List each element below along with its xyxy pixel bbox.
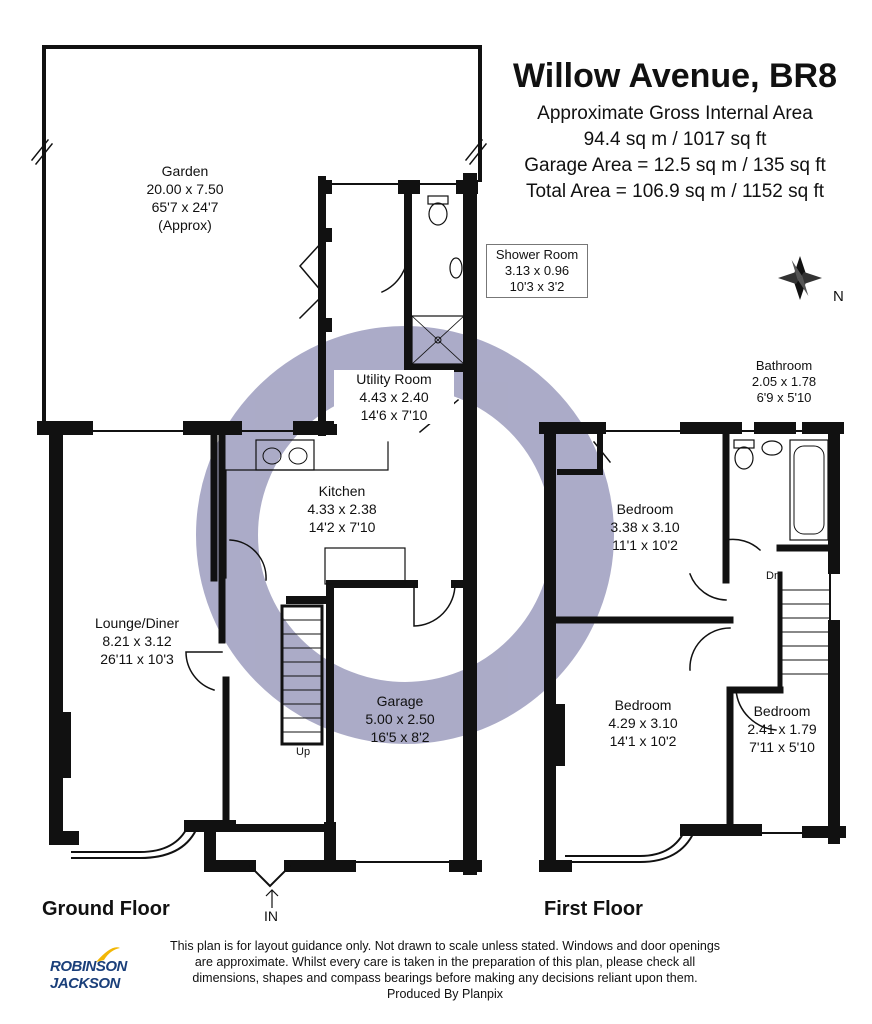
room-dimensions-metric: 5.00 x 2.50	[365, 711, 435, 727]
entrance-arrow-icon	[265, 889, 279, 908]
room-dimensions-imperial: 14'2 x 7'10	[308, 519, 376, 535]
room-dimensions-imperial: 26'11 x 10'3	[100, 651, 174, 667]
room-name: Bathroom	[755, 358, 813, 373]
entrance-label: IN	[264, 908, 278, 924]
room-name: Shower Room	[495, 247, 579, 262]
logo-text-line-1: ROBINSON	[50, 958, 127, 975]
room-dimensions-imperial: 7'11 x 5'10	[749, 739, 815, 755]
room-name: Bedroom	[753, 703, 811, 719]
room-dimensions-metric: 2.05 x 1.78	[751, 374, 817, 389]
room-note: (Approx)	[158, 217, 212, 233]
first-floor-label: First Floor	[544, 898, 643, 920]
disclaimer: This plan is for layout guidance only. N…	[155, 938, 735, 1002]
room-name: Lounge/Diner	[94, 615, 180, 631]
disclaimer-line: dimensions, shapes and compass bearings …	[192, 971, 698, 985]
room-dimensions-imperial: 6'9 x 5'10	[756, 390, 812, 405]
room-dimensions-metric: 2.41 x 1.79	[747, 721, 817, 737]
room-dimensions-imperial: 65'7 x 24'7	[151, 199, 219, 215]
area-line-3: Garage Area = 12.5 sq m / 135 sq ft	[524, 155, 826, 176]
room-label-garden: Garden 20.00 x 7.50 65'7 x 24'7 (Approx)	[110, 162, 260, 234]
room-label-bedroom-2: Bedroom 4.29 x 3.10 14'1 x 10'2	[588, 696, 698, 750]
room-label-garage: Garage 5.00 x 2.50 16'5 x 8'2	[340, 692, 460, 746]
room-label-utility-room: Utility Room 4.43 x 2.40 14'6 x 7'10	[334, 370, 454, 424]
room-name: Garage	[376, 693, 424, 709]
room-name: Utility Room	[356, 371, 432, 387]
room-dimensions-metric: 4.43 x 2.40	[359, 389, 429, 405]
room-dimensions-imperial: 14'1 x 10'2	[609, 733, 677, 749]
room-dimensions-imperial: 10'3 x 3'2	[509, 279, 565, 294]
room-name: Garden	[161, 163, 209, 179]
room-dimensions-imperial: 16'5 x 8'2	[370, 729, 430, 745]
ground-floor-label: Ground Floor	[42, 898, 170, 920]
room-name: Kitchen	[318, 483, 366, 499]
disclaimer-line: Produced By Planpix	[386, 987, 504, 1001]
room-label-bedroom-3: Bedroom 2.41 x 1.79 7'11 x 5'10	[734, 702, 830, 756]
room-name: Bedroom	[616, 501, 674, 517]
agency-logo: ROBINSON JACKSON	[40, 948, 150, 998]
logo-swoosh-icon	[96, 947, 120, 962]
room-label-lounge-diner: Lounge/Diner 8.21 x 3.12 26'11 x 10'3	[72, 614, 202, 668]
area-line-4: Total Area = 106.9 sq m / 1152 sq ft	[525, 181, 825, 202]
room-dimensions-metric: 4.33 x 2.38	[307, 501, 377, 517]
area-line-1: Approximate Gross Internal Area	[537, 103, 813, 124]
disclaimer-line: This plan is for layout guidance only. N…	[169, 939, 721, 953]
room-name: Bedroom	[614, 697, 672, 713]
compass-icon	[778, 256, 822, 300]
room-dimensions-metric: 8.21 x 3.12	[102, 633, 172, 649]
area-line-2: 94.4 sq m / 1017 sq ft	[583, 129, 767, 150]
room-label-bathroom: Bathroom 2.05 x 1.78 6'9 x 5'10	[738, 356, 830, 408]
room-dimensions-imperial: 14'6 x 7'10	[360, 407, 428, 423]
property-title: Willow Avenue, BR8	[513, 57, 837, 95]
room-label-kitchen: Kitchen 4.33 x 2.38 14'2 x 7'10	[282, 482, 402, 536]
room-dimensions-metric: 20.00 x 7.50	[146, 181, 224, 197]
stairs-down-label: Dn	[766, 570, 781, 582]
room-label-shower-room: Shower Room 3.13 x 0.96 10'3 x 3'2	[486, 244, 588, 298]
logo-text-line-2: JACKSON	[50, 975, 120, 992]
stairs-up-label: Up	[296, 746, 311, 758]
room-label-bedroom-1: Bedroom 3.38 x 3.10 11'1 x 10'2	[590, 500, 700, 554]
room-dimensions-metric: 4.29 x 3.10	[608, 715, 678, 731]
disclaimer-line: are approximate. Whilst every care is ta…	[194, 955, 696, 969]
room-dimensions-metric: 3.13 x 0.96	[504, 263, 570, 278]
room-dimensions-metric: 3.38 x 3.10	[610, 519, 680, 535]
first-floor-walls	[539, 422, 846, 872]
compass-north-label: N	[833, 288, 844, 305]
ground-floor-walls	[30, 45, 488, 888]
room-dimensions-imperial: 11'1 x 10'2	[612, 537, 678, 553]
